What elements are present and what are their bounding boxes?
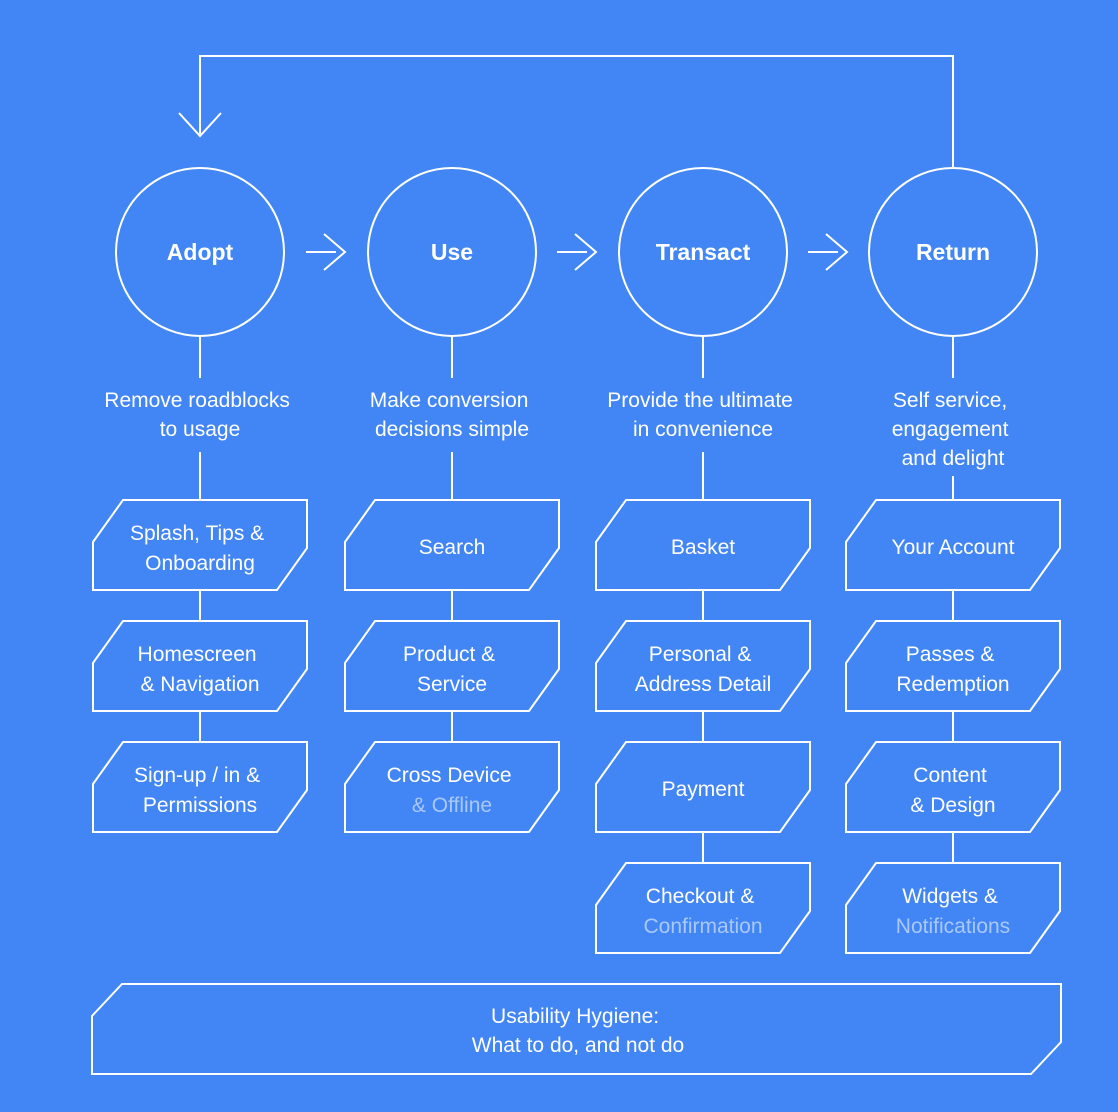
stage-description: Provide the ultimate in convenience xyxy=(607,389,798,441)
node-box-label: Search xyxy=(419,536,486,559)
node-splash-tips-onboarding: Splash, Tips & Onboarding xyxy=(92,499,308,591)
node-box-label: Homescreen & Navigation xyxy=(138,643,263,696)
node-basket: Basket xyxy=(595,499,811,591)
node-box-label: Content & Design xyxy=(910,764,995,817)
stage-return: Return Self service, engagement and deli… xyxy=(845,167,1061,954)
node-content-design: Content & Design xyxy=(845,741,1061,833)
stage-label: Return xyxy=(916,239,990,265)
stage-label: Adopt xyxy=(167,239,234,265)
node-checkout-confirmation: Checkout & Confirmation xyxy=(595,862,811,954)
node-box-label: Splash, Tips & Onboarding xyxy=(130,522,270,575)
stage-description: Make conversion decisions simple xyxy=(370,389,535,441)
usability-hygiene-box: Usability Hygiene: What to do, and not d… xyxy=(91,983,1062,1075)
node-cross-device-offline: Cross Device & Offline xyxy=(344,741,560,833)
footer-box-label: Usability Hygiene: What to do, and not d… xyxy=(472,1005,684,1057)
node-box-outline xyxy=(92,499,308,591)
node-box-outline xyxy=(92,620,308,712)
node-box-outline xyxy=(595,741,811,833)
stage-label: Transact xyxy=(656,239,751,265)
node-search: Search xyxy=(344,499,560,591)
node-box-label: Your Account xyxy=(892,536,1015,559)
footer-box-outline xyxy=(91,983,1062,1075)
node-box-outline xyxy=(344,741,560,833)
stage-description: Remove roadblocks to usage xyxy=(104,389,295,441)
node-box-label: Payment xyxy=(662,778,745,801)
node-box-outline xyxy=(595,862,811,954)
node-box-outline xyxy=(344,499,560,591)
stage-description: Self service, engagement and delight xyxy=(892,389,1015,470)
node-payment: Payment xyxy=(595,741,811,833)
node-box-outline xyxy=(845,862,1061,954)
node-box-label: Widgets & Notifications xyxy=(896,885,1010,938)
right-arrow-icon xyxy=(808,233,849,271)
node-box-outline xyxy=(92,741,308,833)
right-arrow-icon xyxy=(557,233,598,271)
node-box-label: Checkout & Confirmation xyxy=(643,885,762,938)
stage-transact: Transact Provide the ultimate in conveni… xyxy=(595,167,811,954)
node-passes-redemption: Passes & Redemption xyxy=(845,620,1061,712)
node-box-outline xyxy=(845,741,1061,833)
right-arrow-icon xyxy=(306,233,347,271)
node-box-outline xyxy=(595,499,811,591)
node-box-label: Cross Device & Offline xyxy=(387,764,518,817)
node-product-service: Product & Service xyxy=(344,620,560,712)
stage-adopt: Adopt Remove roadblocks to usage Splash,… xyxy=(92,167,308,833)
node-signup-permissions: Sign-up / in & Permissions xyxy=(92,741,308,833)
feedback-loop-arrow xyxy=(178,55,954,168)
node-box-label: Product & Service xyxy=(403,643,501,696)
node-box-label: Personal & Address Detail xyxy=(635,643,772,696)
arrow-head xyxy=(574,233,598,271)
node-box-label: Basket xyxy=(671,536,735,559)
node-box-label: Passes & Redemption xyxy=(896,643,1009,696)
stage-use: Use Make conversion decisions simple Sea… xyxy=(344,167,560,833)
node-box-outline xyxy=(344,620,560,712)
down-arrowhead-icon xyxy=(178,112,222,138)
arrow-head xyxy=(323,233,347,271)
node-homescreen-navigation: Homescreen & Navigation xyxy=(92,620,308,712)
node-personal-address-detail: Personal & Address Detail xyxy=(595,620,811,712)
node-box-outline xyxy=(845,620,1061,712)
node-your-account: Your Account xyxy=(845,499,1061,591)
feedback-loop-line xyxy=(199,55,954,168)
stage-label: Use xyxy=(431,239,473,265)
node-box-label: Sign-up / in & Permissions xyxy=(134,764,266,817)
arrow-head xyxy=(825,233,849,271)
node-widgets-notifications: Widgets & Notifications xyxy=(845,862,1061,954)
node-box-outline xyxy=(595,620,811,712)
node-box-outline xyxy=(845,499,1061,591)
